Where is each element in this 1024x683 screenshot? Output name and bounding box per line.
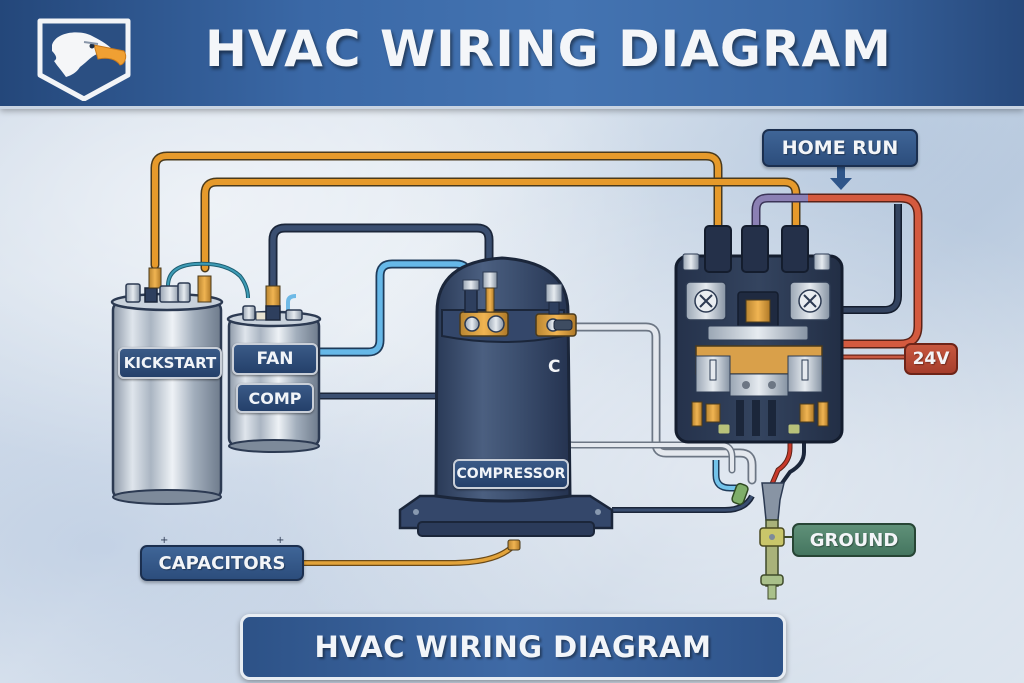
plus-marker-icon: + [276,535,284,546]
footer-title: HVAC WIRING DIAGRAM [314,630,712,664]
24v-callout: 24V [904,343,958,375]
wire-home-run-black-core [842,204,901,313]
wire-home-run-purple-core [753,195,808,232]
wire-kickstart-to-contactor[interactable] [150,151,723,270]
wire-compressor-ground-core [612,495,754,512]
wire-fancap-to-compressor-core [270,225,492,293]
wire-kickstart-to-contactor-core [152,153,721,268]
comp-label: COMP [236,383,314,413]
home-run-callout: HOME RUN [762,129,918,167]
eagle-shield-logo [37,18,131,101]
page-title: HVAC WIRING DIAGRAM [205,20,892,78]
compressor[interactable] [398,256,614,551]
wire-common-core [565,324,755,483]
plus-marker-icon: + [160,535,168,546]
wire-blue-drop-core [714,460,738,490]
wire-ground-black[interactable] [778,440,806,488]
ground-clamp[interactable] [731,482,792,600]
wire-home-run-black[interactable] [842,204,902,314]
footer-banner: HVAC WIRING DIAGRAM [240,614,786,680]
wire-compressor-ground[interactable] [612,494,755,513]
wire-ground-red-core [770,440,792,485]
home-run-arrow-icon [830,164,852,190]
compressor-label: COMPRESSOR [453,459,569,489]
capacitors-callout: CAPACITORS [140,545,304,581]
wire-dualcap-to-contactor-core [202,179,799,271]
kickstart-label: KICKSTART [118,347,222,379]
header-banner: HVAC WIRING DIAGRAM [0,0,1024,109]
contactor[interactable] [674,225,844,444]
compressor-common-terminal-label: C [548,357,560,377]
ground-callout: GROUND [792,523,916,557]
fan-label: FAN [232,343,318,375]
wire-cap-jumper-core [167,262,249,299]
kickstart-capacitor[interactable] [110,267,224,505]
